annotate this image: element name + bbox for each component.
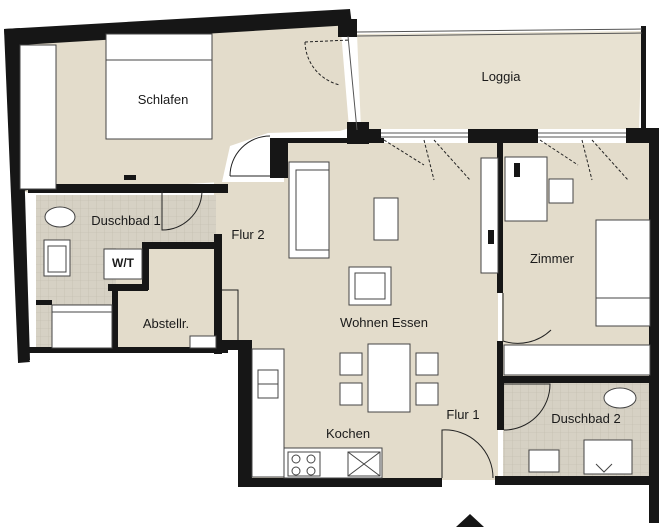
toilet-bad1	[44, 206, 76, 228]
door-loggia-left	[304, 39, 351, 86]
wall-loggia-right	[641, 26, 646, 134]
door-bad1	[161, 190, 203, 231]
wall-schlafen-bad	[28, 184, 228, 193]
wall-flur2-left	[214, 234, 222, 354]
shower-bad2-drain	[595, 463, 613, 473]
chair-3	[415, 352, 439, 376]
wall-flur2-top	[270, 138, 288, 178]
wt-box	[103, 248, 143, 280]
loggia-glass-top2	[356, 32, 643, 37]
wall-schlafen-left	[4, 28, 30, 362]
wall-bottom-right	[495, 476, 659, 485]
details	[124, 163, 520, 244]
label-flur2: Flur 2	[231, 227, 264, 242]
burner-2	[306, 454, 316, 464]
door-zimmer	[502, 293, 552, 344]
floor-loggia	[357, 31, 642, 129]
wall-main-top-a	[349, 129, 381, 139]
label-loggia: Loggia	[481, 69, 521, 84]
wall-main-top-b	[468, 129, 538, 143]
furniture	[19, 33, 651, 479]
wall-wt-right	[142, 242, 149, 290]
chair-4	[415, 382, 439, 406]
kitchen-counter	[251, 348, 285, 478]
switch-living	[488, 230, 494, 244]
loggia-glass-top	[356, 28, 643, 33]
loggia-side-glass	[347, 35, 358, 131]
bed-zimmer	[595, 219, 651, 327]
label-duschbad2: Duschbad 2	[551, 411, 620, 426]
windows	[347, 28, 643, 138]
wall-kitchen-left	[238, 349, 252, 484]
coffee-table	[373, 197, 399, 241]
wall-wt-bottom	[108, 284, 148, 291]
dining-table	[367, 343, 411, 413]
wall-bad2-left	[497, 380, 504, 430]
switch-schlafen	[124, 175, 136, 180]
floor-flur2	[214, 182, 286, 347]
wall-right	[649, 128, 659, 523]
wall-abstell-top	[142, 242, 220, 249]
burner-3	[291, 466, 301, 476]
door-schlafen	[229, 135, 271, 177]
door-entry	[441, 429, 494, 479]
label-zimmer: Zimmer	[530, 251, 575, 266]
shower-bad2	[583, 439, 633, 475]
doors	[161, 39, 629, 479]
tub-inner	[47, 245, 67, 273]
armchair-seat	[354, 272, 386, 300]
desk-zimmer	[504, 156, 548, 222]
fridge-x2	[347, 451, 381, 477]
door-abstell	[222, 289, 239, 340]
wall-bath1-bottom	[28, 347, 228, 353]
wall-main-top-thin	[284, 138, 384, 143]
sideboard	[480, 157, 499, 274]
wardrobe-zimmer	[503, 344, 651, 376]
label-wt: W/T	[112, 256, 135, 270]
door-balcony-2	[539, 139, 629, 181]
door-balcony-1	[383, 139, 471, 181]
label-wohnen-essen: Wohnen Essen	[340, 315, 428, 330]
walls	[4, 9, 659, 523]
desk-chair	[548, 178, 574, 204]
burner-4	[306, 466, 316, 476]
label-kochen: Kochen	[326, 426, 370, 441]
wardrobe	[19, 44, 57, 190]
label-schlafen: Schlafen	[138, 92, 189, 107]
label-duschbad1: Duschbad 1	[91, 213, 160, 228]
wall-schlafen-right	[338, 19, 357, 37]
wall-living-zimmer	[497, 143, 503, 293]
label-flur1: Flur 1	[446, 407, 479, 422]
sink-bad2	[528, 449, 560, 473]
label-abstellr: Abstellr.	[143, 316, 189, 331]
sofa-seat	[295, 169, 330, 251]
burner-1	[291, 454, 301, 464]
wall-kitchen-corner	[222, 340, 252, 350]
wall-zimmer-bad2	[497, 376, 657, 383]
chair-1	[339, 352, 363, 376]
wall-bottom-left	[18, 355, 30, 363]
door-bad2	[503, 383, 551, 431]
abstell-shelf	[189, 335, 217, 349]
shower-bad1	[51, 304, 113, 349]
entrance-arrow-icon	[456, 514, 484, 527]
room-labels: Schlafen Loggia Duschbad 1 W/T Flur 2 Ab…	[91, 69, 620, 441]
bed-schlafen	[105, 33, 213, 140]
wall-main-top-c	[626, 128, 656, 143]
wall-bottom	[238, 478, 442, 487]
toilet-bad2	[603, 387, 637, 409]
wall-living-zimmer-b	[497, 341, 503, 381]
switch-zimmer	[514, 163, 520, 177]
wall-abstell-left	[112, 286, 118, 352]
wall-bath1-small	[36, 300, 52, 305]
wall-schlafen-outer	[4, 9, 352, 192]
chair-2	[339, 382, 363, 406]
